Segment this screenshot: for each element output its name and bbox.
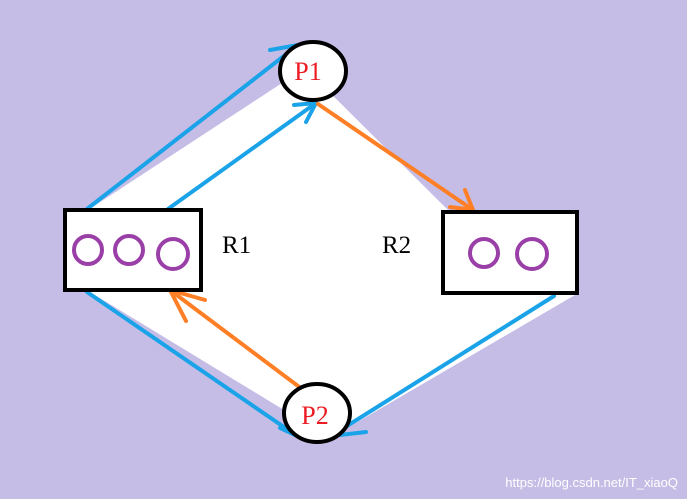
resource-r1-instance [72,234,104,266]
edge-p2-to-r1 [168,288,304,391]
resource-r1-box [63,208,203,292]
edge-r1-to-p1-outer [85,43,300,211]
process-p2-label: P2 [301,401,328,430]
edge-r1-to-p1-inner-arrowhead [292,101,318,124]
resource-r2-box [441,210,579,295]
resource-r1: R1 [63,208,251,292]
watermark-text: https://blog.csdn.net/IT_xiaoQ [505,475,678,490]
diagram-region [85,68,575,438]
edge-p1-to-r2 [316,102,475,212]
process-p2-circle [282,382,352,444]
resource-r2-instance [468,237,500,269]
process-p1-circle [278,40,348,102]
process-p1: P1 [278,40,348,102]
process-p2: P2 [282,382,352,444]
process-p1-label: P1 [294,57,321,86]
resource-r1-label: R1 [222,232,251,259]
resource-r2-label: R2 [382,232,411,259]
resource-r1-instance [113,234,145,266]
resource-r1-instance [156,237,190,271]
resource-r2: R2 [382,210,579,295]
edge-r1-to-p2 [85,290,299,438]
resource-r2-instance [515,237,549,271]
edge-r1-to-p1-inner [166,101,318,211]
edge-r2-to-p2 [329,294,556,438]
